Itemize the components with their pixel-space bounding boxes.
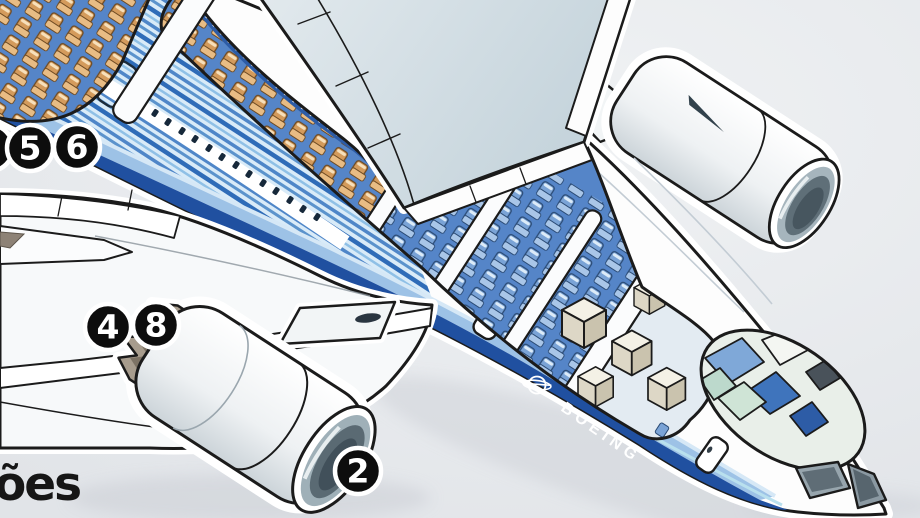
far-engine-intake (767, 157, 841, 250)
svg-text:6: 6 (66, 128, 89, 167)
caption-fragment: ões (0, 457, 80, 512)
cabin-window (286, 196, 294, 204)
flap-track-tip (0, 231, 26, 249)
callout-badge-4: 4 (82, 301, 134, 353)
rear-livery-stripes (0, 0, 434, 304)
pylon-slot (355, 313, 381, 323)
cabin-window (191, 135, 199, 143)
far-engine (601, 47, 843, 253)
callout-badges: 5 6 4 8 2 (0, 121, 384, 497)
galley-area-floor (562, 244, 719, 439)
near-wing-panel-line (94, 235, 371, 297)
crew-seat (654, 422, 670, 438)
galley-unit (647, 366, 687, 411)
far-wing-leading-edge (565, 0, 631, 137)
far-wing (254, 0, 636, 225)
galley-unit (561, 297, 607, 349)
galley-unit (611, 329, 653, 377)
cabin-window (178, 127, 186, 135)
forward-door (695, 436, 729, 474)
cabin-window (232, 161, 240, 169)
near-engine-pylon (275, 297, 400, 349)
far-wing-flap-line (317, 0, 417, 213)
callout-badge-8: 8 (130, 299, 182, 351)
near-wing-spoiler-strip (0, 225, 133, 265)
fuselage-panel-line (597, 171, 745, 313)
cabin-window (259, 179, 267, 187)
svg-text:4: 4 (97, 308, 120, 347)
cabin-window (313, 213, 321, 221)
cabin-window (205, 144, 213, 152)
cabin-rib (112, 0, 232, 125)
belly-accent-line (639, 428, 783, 507)
cabin-window (272, 187, 280, 195)
cabin-window (164, 118, 172, 126)
fuselage-panel-line (633, 157, 773, 305)
far-wing-spoiler-lines (297, 11, 401, 149)
cabin-window (245, 170, 253, 178)
far-wing-root-fairing (403, 141, 593, 225)
cabin-window (151, 109, 159, 117)
callout-badge-6: 6 (51, 121, 103, 173)
windshield (794, 460, 888, 510)
near-wing-flap-panels (0, 193, 181, 239)
cabin-window (299, 205, 307, 213)
callout-badge-5: 5 (4, 122, 56, 174)
callout-badge-2: 2 (332, 445, 384, 497)
svg-text:8: 8 (145, 306, 168, 345)
svg-text:5: 5 (19, 129, 42, 168)
cabin-window (218, 153, 226, 161)
boeing-logo-icon (522, 375, 552, 395)
svg-text:2: 2 (347, 452, 370, 491)
